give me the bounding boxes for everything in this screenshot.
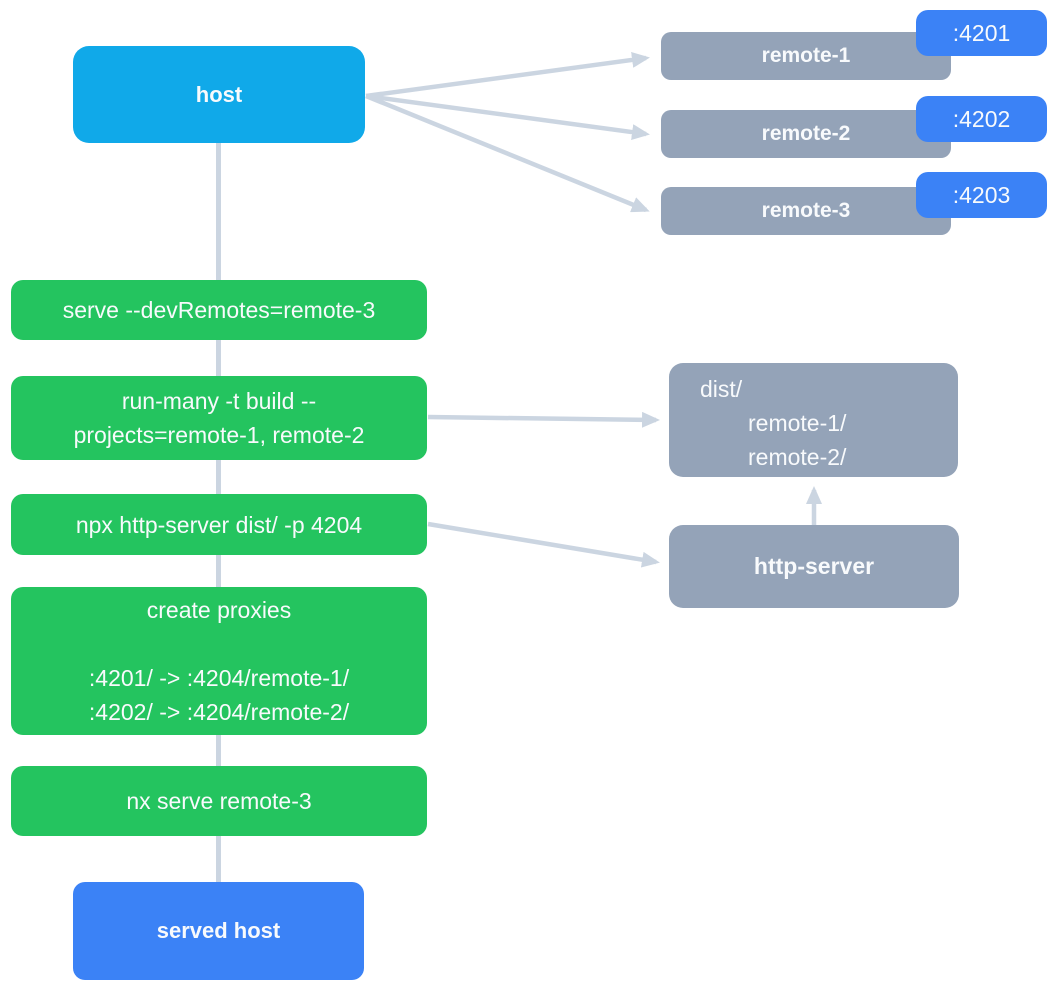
remote-1-label: remote-1 [761, 44, 851, 67]
edge-host-to-remote-1 [365, 51, 650, 99]
edge-build-to-dist [427, 411, 660, 428]
command-create-proxies: create proxies :4201/ -> :4204/remote-1/… [11, 587, 427, 735]
remote-3-label: remote-3 [761, 199, 851, 222]
served-host-node: served host [73, 882, 364, 980]
command-line: nx serve remote-3 [126, 788, 312, 814]
remote-3-node: remote-3 [661, 187, 951, 235]
remote-2-node: remote-2 [661, 110, 951, 158]
edge-host-to-remote-3 [365, 93, 650, 213]
port-4201-label: :4201 [952, 19, 1011, 46]
http-server-label: http-server [753, 553, 875, 579]
edge-npx-to-http-server [427, 521, 660, 568]
command-serve-dev-remotes: serve --devRemotes=remote-3 [11, 280, 427, 340]
port-4202-label: :4202 [952, 105, 1011, 132]
host-node: host [73, 46, 365, 143]
dist-line-root: dist/ [700, 376, 743, 402]
host-label: host [195, 81, 243, 107]
command-line: run-many -t build -- [121, 388, 317, 414]
dist-line-remote-1: remote-1/ [748, 410, 847, 436]
port-4203-label: :4203 [952, 181, 1011, 208]
remote-1-node: remote-1 [661, 32, 951, 80]
command-line: npx http-server dist/ -p 4204 [75, 511, 363, 538]
command-line: create proxies [146, 597, 292, 623]
dist-line-remote-2: remote-2/ [748, 444, 847, 470]
command-run-many-build: run-many -t build -- projects=remote-1, … [11, 376, 427, 460]
port-badge-4202: :4202 [916, 96, 1047, 142]
command-npx-http-server: npx http-server dist/ -p 4204 [11, 494, 427, 555]
command-line: projects=remote-1, remote-2 [73, 422, 365, 448]
port-badge-4201: :4201 [916, 10, 1047, 56]
command-line: serve --devRemotes=remote-3 [62, 297, 376, 323]
http-server-node: http-server [669, 525, 959, 608]
port-badge-4203: :4203 [916, 172, 1047, 218]
dist-folder-node: dist/ remote-1/ remote-2/ [669, 363, 958, 477]
remote-2-label: remote-2 [761, 122, 851, 145]
served-host-label: served host [156, 918, 281, 943]
command-line: :4202/ -> :4204/remote-2/ [88, 699, 350, 725]
edge-host-to-remote-2 [365, 93, 650, 141]
command-nx-serve-remote-3: nx serve remote-3 [11, 766, 427, 836]
command-line: :4201/ -> :4204/remote-1/ [88, 665, 350, 691]
